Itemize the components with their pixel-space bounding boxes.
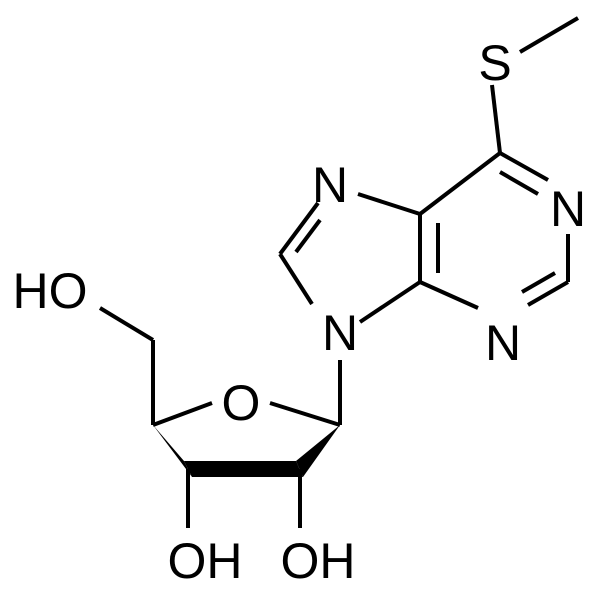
- bond-n7-c8: [278, 201, 320, 256]
- bond-n3-c4: [419, 280, 479, 310]
- bond-c6-n1: [499, 151, 549, 182]
- wedge-c1prime-c2prime: [296, 425, 340, 477]
- wedge-c4prime-c3prime: [153, 425, 192, 477]
- atom-hydroxyl-5prime: HO: [13, 263, 88, 319]
- bond-methyl-s: [518, 16, 580, 54]
- bond-n9-c4: [358, 280, 422, 324]
- bond-c1prime-o4prime: [269, 401, 341, 427]
- atom-ring-oxygen: O: [222, 375, 261, 431]
- bond-c6-n1-inner: [498, 170, 540, 196]
- bond-c2-n3: [527, 280, 569, 307]
- bond-c8-n9: [278, 252, 314, 306]
- atom-n9: N: [322, 305, 358, 361]
- bond-c5-n7: [357, 192, 421, 216]
- atom-n7: N: [312, 157, 348, 213]
- atom-sulfur: S: [478, 35, 511, 91]
- atom-hydroxyl-2prime: OH: [281, 533, 356, 589]
- bond-o4prime-c4prime: [152, 401, 213, 427]
- atom-n1: N: [550, 181, 586, 237]
- bond-c5prime-o5prime: [98, 306, 155, 342]
- bond-n7-c8-inner: [294, 218, 322, 254]
- bond-s-c6: [490, 84, 502, 154]
- wedge-c3prime-c2prime: [184, 461, 303, 477]
- bond-c5-c6: [418, 151, 502, 216]
- bond-c2-n3-inner: [521, 271, 556, 294]
- atom-n3: N: [485, 315, 521, 371]
- atom-hydroxyl-3prime: OH: [168, 533, 243, 589]
